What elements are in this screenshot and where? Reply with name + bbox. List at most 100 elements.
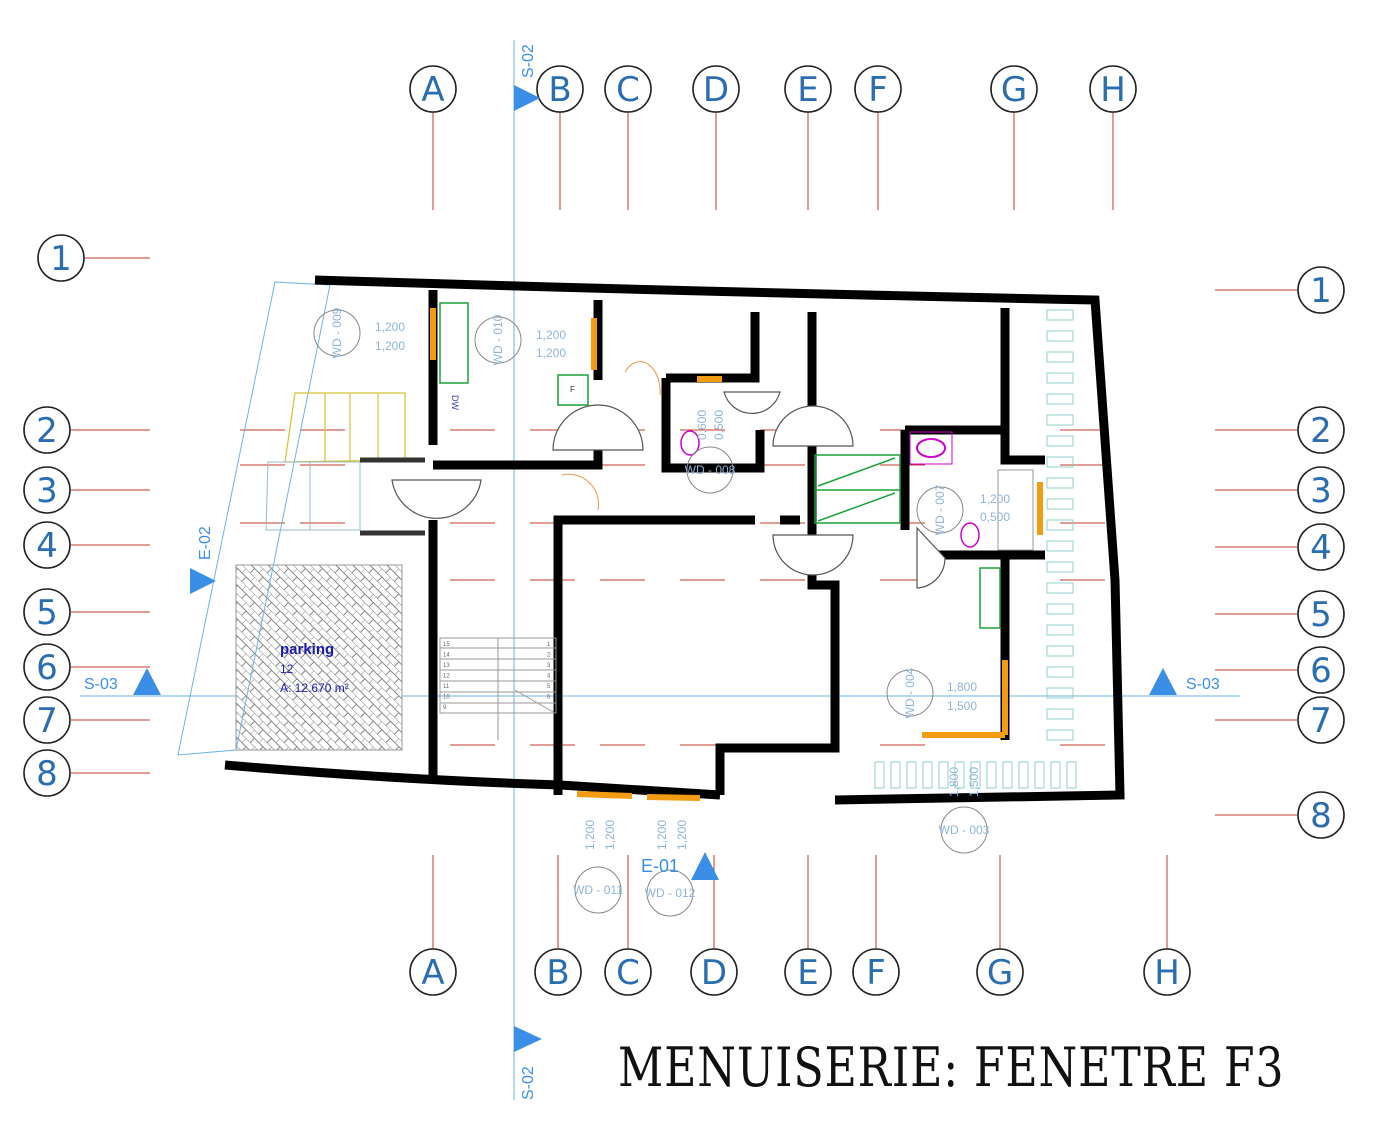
grid-label: E <box>797 70 818 110</box>
grid-label: 8 <box>36 754 58 794</box>
grid-label: B <box>548 70 571 110</box>
grid-label: H <box>1100 70 1126 110</box>
grid-bubble-left-6: 7 <box>23 696 71 744</box>
window-dim-width: 1,800 <box>947 680 977 694</box>
window-tag-label: WD - 003 <box>939 823 990 837</box>
grid-label: A <box>421 70 444 110</box>
site-outline <box>177 281 331 756</box>
fixtures <box>439 302 1077 789</box>
stair-number: 10 <box>443 695 450 701</box>
grid-bubble-top-5: F <box>854 65 902 113</box>
parking-area <box>235 564 403 751</box>
step <box>970 761 981 789</box>
window-tag-label: WD - 009 <box>330 307 344 358</box>
grid-label: E <box>797 953 818 993</box>
grid-label: 4 <box>36 526 58 566</box>
grid-bubble-right-5: 6 <box>1297 646 1345 694</box>
grid-label: H <box>1154 953 1180 993</box>
fridge-label: F <box>570 385 575 394</box>
step <box>874 761 885 789</box>
stair-number: 3 <box>547 663 551 669</box>
step <box>1046 351 1074 363</box>
stair-number: 5 <box>547 684 551 690</box>
grid-label: 2 <box>36 411 58 451</box>
grid-bubble-bottom-5: F <box>852 948 900 996</box>
grid-label: 6 <box>36 648 58 688</box>
elevation-marker-e01[interactable]: E-01 <box>641 852 719 880</box>
grid-bubble-bottom-3: D <box>690 948 738 996</box>
grid-label: G <box>987 953 1013 993</box>
stair-number: 6 <box>547 695 551 701</box>
step <box>1046 414 1074 426</box>
window-dim-height: 1,500 <box>947 699 977 713</box>
grid-bubble-left-1: 2 <box>23 406 71 454</box>
window-dim-height: 1,500 <box>967 767 981 797</box>
stair-number: 11 <box>443 684 450 690</box>
window-tag-label: WD - 010 <box>491 314 505 365</box>
step <box>1046 456 1074 468</box>
grid-bubble-left-2: 3 <box>23 466 71 514</box>
window-tag-5[interactable]: WD - 003 1,800 1,500 <box>939 767 990 854</box>
step <box>890 761 901 789</box>
window-dim-width: 1,200 <box>655 820 669 850</box>
stair-number: 15 <box>443 642 450 648</box>
step <box>1046 666 1074 678</box>
grid-label: 1 <box>1310 271 1332 311</box>
window-dim-height: 0,500 <box>980 510 1010 524</box>
step <box>954 761 965 789</box>
window-dim-height: 0,500 <box>712 410 726 440</box>
elevation-marker-e02[interactable]: E-02 <box>190 526 216 594</box>
window-dim-height: 1,200 <box>603 820 617 850</box>
grid-label: 5 <box>1310 595 1332 635</box>
grid-bubble-top-3: D <box>692 65 740 113</box>
step <box>1018 761 1029 789</box>
grid-label: 3 <box>36 471 58 511</box>
stair-number: 2 <box>547 653 551 659</box>
step <box>1046 477 1074 489</box>
section-marker-s02-top[interactable]: S-02 <box>514 44 540 111</box>
step <box>1046 645 1074 657</box>
svg-text:S-02: S-02 <box>520 44 537 78</box>
window-dim-height: 1,200 <box>375 339 405 353</box>
section-marker-s03-left[interactable]: S-03 <box>84 668 161 695</box>
section-marker-s03-right[interactable]: S-03 <box>1149 668 1220 695</box>
grid-label: 7 <box>1310 701 1332 741</box>
grid-bubble-top-1: B <box>536 65 584 113</box>
step <box>1046 519 1074 531</box>
step <box>1046 729 1074 741</box>
grid-bubble-bottom-7: H <box>1143 948 1191 996</box>
grid-bubble-right-3: 4 <box>1297 523 1345 571</box>
step <box>1046 309 1074 321</box>
stair-number: 4 <box>547 674 551 680</box>
stair-number: 12 <box>443 674 450 680</box>
grid-label: A <box>421 953 444 993</box>
grid-bubble-bottom-1: B <box>534 948 582 996</box>
planter-lower <box>265 461 361 531</box>
grid-bubble-right-2: 3 <box>1297 466 1345 514</box>
step <box>1046 624 1074 636</box>
grid-label: 4 <box>1310 528 1332 568</box>
svg-text:E-02: E-02 <box>197 526 214 560</box>
grid-label: F <box>868 70 888 110</box>
window-tag-label: WD - 011 <box>573 883 623 897</box>
stair-number: 14 <box>443 653 450 659</box>
drawing-title: MENUISERIE: FENETRE F3 <box>618 1036 1285 1099</box>
grid-bubble-top-7: H <box>1089 65 1137 113</box>
windows <box>430 308 1043 801</box>
step <box>1046 561 1074 573</box>
grid-bubble-left-5: 6 <box>23 643 71 691</box>
grid-bubble-top-2: C <box>604 65 652 113</box>
step <box>1046 498 1074 510</box>
step <box>1046 687 1074 699</box>
window-dim-width: 1,800 <box>947 767 961 797</box>
section-marker-s02-bottom[interactable]: S-02 <box>514 1026 542 1100</box>
step <box>1046 330 1074 342</box>
